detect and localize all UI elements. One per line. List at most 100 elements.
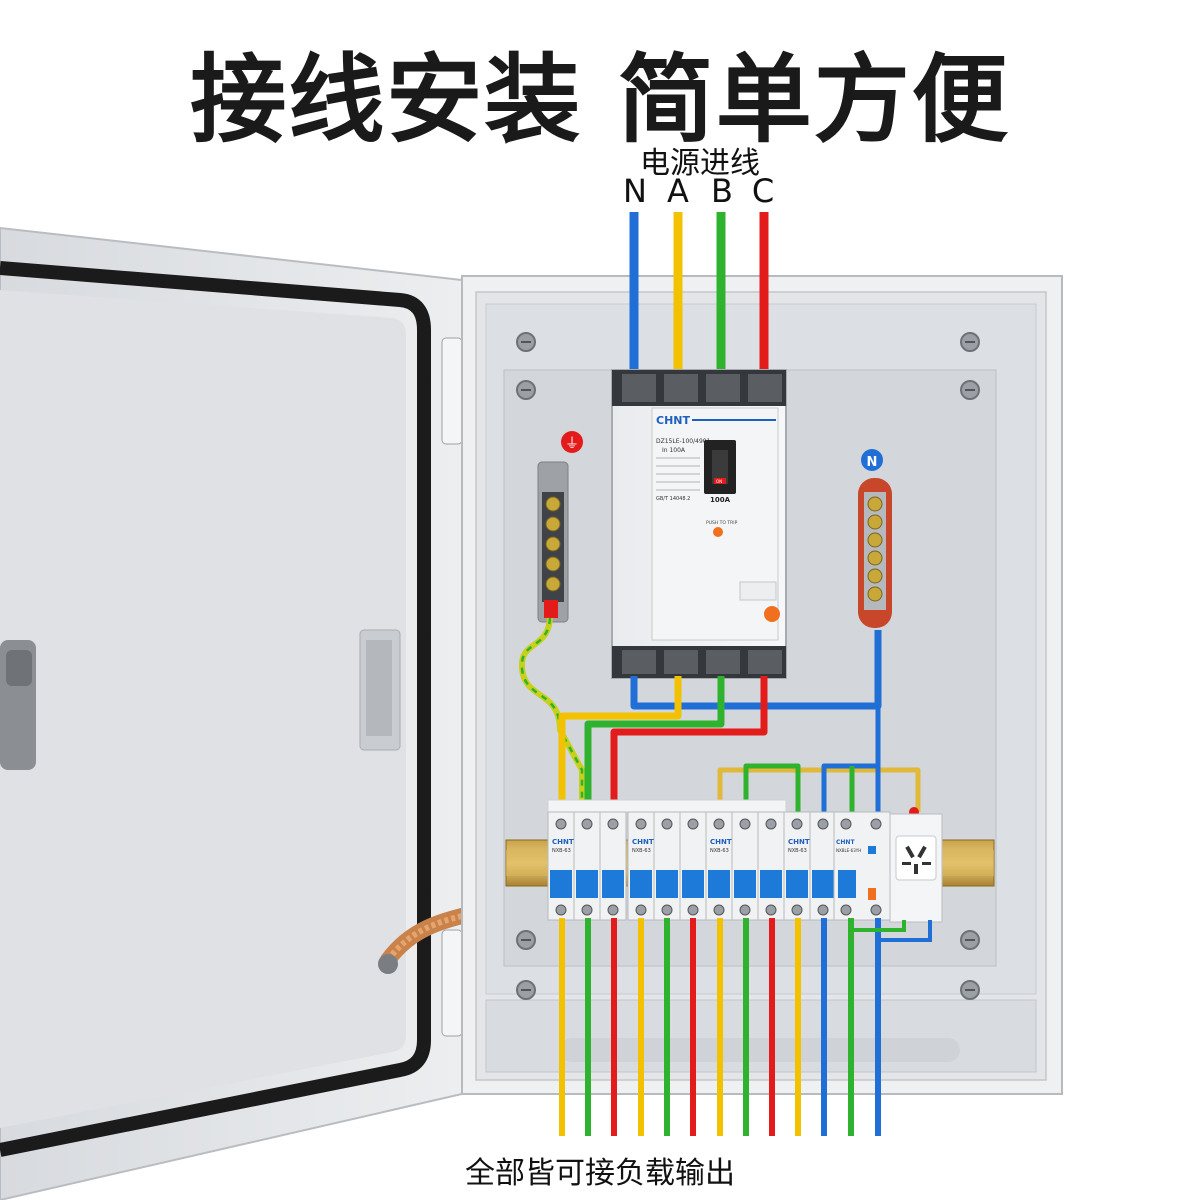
rcd-test-button[interactable] (764, 606, 780, 622)
mcb-bottom-screw (817, 904, 829, 916)
mcb-bottom-screw (765, 904, 777, 916)
mcb-bottom-screw (739, 904, 751, 916)
mcb-bottom-screw (791, 904, 803, 916)
mcb-bottom-screw (635, 904, 647, 916)
breaker-row: CHNTNXB-63CHNTNXB-63CHNTNXB-63CHNTNXB-63… (547, 799, 891, 921)
phase-label-a: A (667, 172, 689, 210)
hinge-bottom (441, 929, 463, 1037)
supply-label: 电源进线 (640, 146, 760, 181)
incoming-wires (629, 212, 769, 376)
neutral-terminal (867, 514, 883, 530)
mcb-bottom-screw (581, 904, 593, 916)
main-breaker: CHNT DZ15LE-100/4901 In 100A GB/T 14048.… (611, 369, 787, 679)
mcb-model: NXB-63 (710, 848, 729, 854)
plate-screws (516, 332, 980, 1000)
mcb-top-screw (581, 818, 593, 830)
neutral-terminal (867, 568, 883, 584)
mcb-pole (809, 811, 837, 921)
rcbo-screw (840, 904, 852, 916)
neutral-terminal (867, 550, 883, 566)
mcb-brand: CHNT (788, 838, 810, 846)
earth-terminal (545, 516, 561, 532)
mcb-model: NXB-63 (788, 848, 807, 854)
mcb-bottom-screw (607, 904, 619, 916)
mcb-brand: CHNT (632, 838, 654, 846)
mcb-toggle (786, 870, 808, 898)
mcb-top-screw (635, 818, 647, 830)
rcbo-screw (840, 818, 852, 830)
mcb-top-screw (555, 818, 567, 830)
phase-label-c: C (751, 172, 775, 210)
neutral-terminal (867, 586, 883, 602)
hinge-top (441, 337, 463, 445)
mcb-toggle (708, 870, 730, 898)
rcbo-toggle (838, 870, 856, 898)
main-breaker-on-label: ON (716, 479, 722, 484)
earth-symbol: ⏚ (565, 436, 579, 452)
mcb-pole (783, 811, 811, 921)
mcb-toggle (576, 870, 598, 898)
footer-caption: 全部皆可接负载输出 (465, 1156, 735, 1191)
push-to-trip-label: PUSH TO TRIP (706, 520, 738, 526)
mcb-brand: CHNT (710, 838, 732, 846)
mcb-pole (757, 811, 785, 921)
mcb-brand: CHNT (552, 838, 574, 846)
mcb-top-screw (765, 818, 777, 830)
mcb-bottom-screw (687, 904, 699, 916)
mcb-pole (627, 811, 655, 921)
neutral-busbar: N (858, 449, 892, 628)
rcbo-screw (870, 818, 882, 830)
mcb-top-screw (739, 818, 751, 830)
main-breaker-rating: 100A (710, 496, 731, 504)
phase-label-n: N (623, 172, 647, 210)
mcb-toggle (550, 870, 572, 898)
mcb-bottom-screw (555, 904, 567, 916)
neutral-badge: N (867, 455, 878, 470)
mcb-top-screw (661, 818, 673, 830)
socket-module (889, 813, 943, 923)
rcbo-screw (870, 904, 882, 916)
mcb-pole (573, 811, 601, 921)
earth-terminal (545, 556, 561, 572)
mcb-pole (653, 811, 681, 921)
mcb-toggle (812, 870, 834, 898)
rcbo-brand: CHNT (836, 839, 855, 846)
mcb-pole (731, 811, 759, 921)
main-breaker-brand: CHNT (656, 414, 690, 427)
mcb-toggle (734, 870, 756, 898)
mcb-top-screw (607, 818, 619, 830)
mcb-top-screw (817, 818, 829, 830)
internal-wiring (518, 617, 921, 817)
neutral-terminal (867, 496, 883, 512)
mcb-top-screw (713, 818, 725, 830)
mcb-toggle (630, 870, 652, 898)
main-breaker-standard: GB/T 14048.2 (656, 496, 690, 502)
mcb-bottom-screw (661, 904, 673, 916)
mcb-pole (599, 811, 627, 921)
main-breaker-rating-line: In 100A (662, 447, 686, 454)
earth-busbar: ⏚ (537, 431, 583, 623)
earth-terminal (545, 536, 561, 552)
earth-terminal (545, 576, 561, 592)
rcbo-test-button (868, 888, 876, 900)
rcbo-indicator (868, 846, 876, 854)
push-to-trip-button[interactable] (713, 527, 723, 537)
earth-terminal (545, 496, 561, 512)
mcb-toggle (656, 870, 678, 898)
mcb-pole (679, 811, 707, 921)
rcbo-body (833, 811, 891, 921)
mcb-top-screw (791, 818, 803, 830)
main-breaker-model: DZ15LE-100/4901 (656, 438, 711, 445)
mcb-toggle (602, 870, 624, 898)
mcb-toggle (760, 870, 782, 898)
neutral-terminal (867, 532, 883, 548)
mcb-model: NXB-63 (632, 848, 651, 854)
mcb-top-screw (687, 818, 699, 830)
output-wires (559, 918, 881, 1136)
mcb-toggle (682, 870, 704, 898)
mcb-bottom-screw (713, 904, 725, 916)
mcb-pole (705, 811, 733, 921)
phase-label-b: B (711, 172, 733, 210)
headline: 接线安装 简单方便 (190, 44, 1010, 156)
